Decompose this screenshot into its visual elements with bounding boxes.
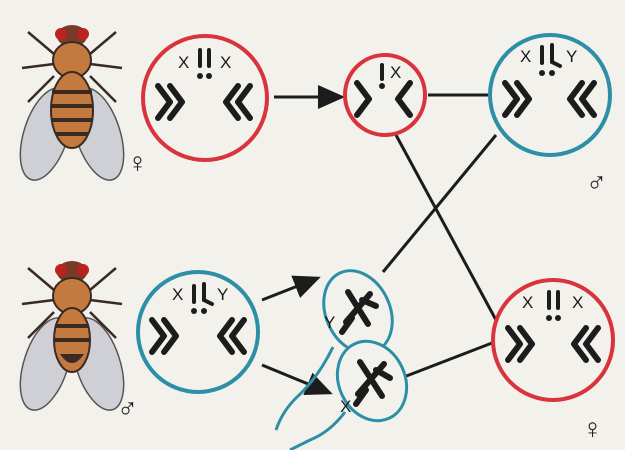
sperm-cell-x: X [289,339,409,450]
sperm-x-to-female-offspring-line [395,341,493,382]
sperm-x-chromosome-label: X [340,397,351,416]
sperm-y-to-male-offspring-line [381,134,498,273]
female-offspring-chromosome-label-1: X [522,293,533,312]
female-fly-icon [19,25,125,181]
male-parent-symbol: ♂ [117,393,138,424]
egg-chromosome-label: X [390,63,401,82]
male-offspring-symbol: ♂ [586,167,607,198]
female-parent-chromosome-label-1: X [178,53,189,72]
male-offspring-chromosome-label-2: Y [566,47,577,66]
male-offspring-chromosome-label-1: X [520,47,531,66]
female-offspring-cell: X X [491,278,615,402]
sperm-cell-y: Y [274,269,394,431]
egg-cell: X [343,53,427,137]
male-parent-chromosome-label-1: X [172,285,183,304]
male-offspring-cell: X Y [488,33,612,157]
egg-to-female-offspring-line [394,134,498,321]
female-parent-symbol: ♀ [127,147,148,178]
female-parent-chromosome-label-2: X [220,53,231,72]
male-parent-chromosome-label-2: Y [217,285,228,304]
male-to-sperm-y-arrow [261,275,321,302]
female-parent-cell: X X [141,34,269,162]
female-offspring-chromosome-label-2: X [572,293,583,312]
male-parent-cell: X Y [136,270,260,394]
male-fly-icon [19,261,125,411]
male-to-sperm-x-arrow [261,363,333,395]
connector-lines [261,85,498,395]
sperm-y-chromosome-label: Y [324,313,335,332]
female-parent-circle [141,34,269,162]
female-offspring-symbol: ♀ [582,413,603,444]
